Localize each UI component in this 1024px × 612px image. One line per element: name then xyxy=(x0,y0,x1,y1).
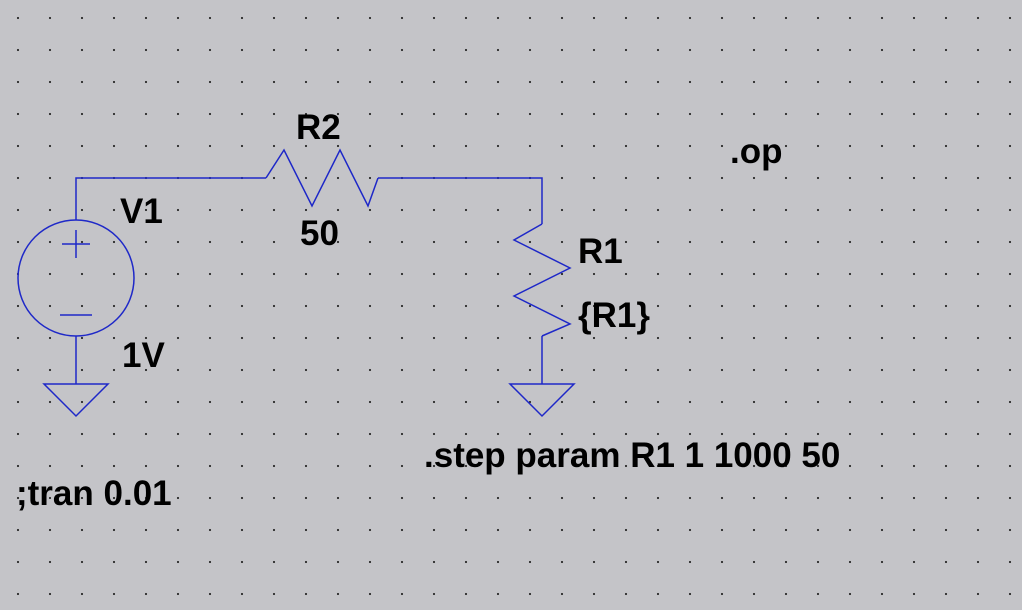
tran-comment[interactable]: ;tran 0.01 xyxy=(16,474,172,513)
v1-value-label[interactable]: 1V xyxy=(122,336,165,375)
v1-name-label[interactable]: V1 xyxy=(120,192,163,231)
r1-value-label[interactable]: {R1} xyxy=(578,296,650,335)
voltage-source-icon[interactable] xyxy=(17,219,135,337)
ground-icon[interactable] xyxy=(42,383,110,418)
step-directive[interactable]: .step param R1 1 1000 50 xyxy=(424,436,841,475)
resistor-icon[interactable] xyxy=(265,148,379,208)
resistor-icon[interactable] xyxy=(512,223,572,337)
ground-icon[interactable] xyxy=(508,383,576,418)
r2-value-label[interactable]: 50 xyxy=(300,214,339,253)
r2-name-label[interactable]: R2 xyxy=(296,108,341,147)
op-directive[interactable]: .op xyxy=(730,132,783,171)
wire-r2-to-r1[interactable] xyxy=(378,177,543,224)
wire-v1-to-r2[interactable] xyxy=(75,177,266,220)
r1-name-label[interactable]: R1 xyxy=(578,232,623,271)
wire-network[interactable] xyxy=(75,177,543,384)
